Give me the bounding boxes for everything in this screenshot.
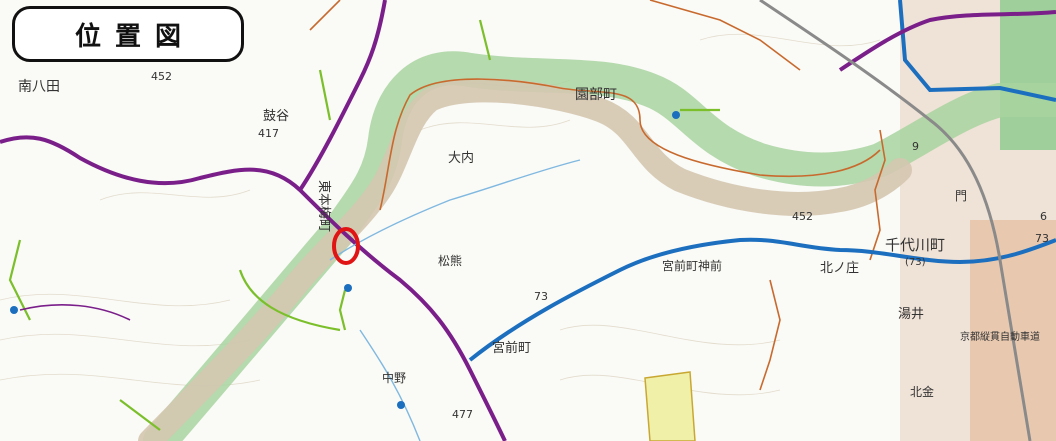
map-title: 位置図 xyxy=(74,21,195,52)
blue-road xyxy=(468,237,1056,362)
point-marker xyxy=(344,284,352,292)
route-417: 417 xyxy=(258,127,279,140)
label-ouchi: 大内 xyxy=(448,150,474,166)
point-marker xyxy=(397,401,405,409)
label-miyamae-kamiume: 宮前町神前 xyxy=(662,258,722,273)
target-location-marker xyxy=(332,227,360,265)
label-kaya: 鼓谷 xyxy=(263,109,289,124)
route-452-a: 452 xyxy=(151,70,172,83)
secondary-road xyxy=(19,304,131,321)
label-chiyokawa: 千代川町 xyxy=(885,236,945,254)
boundary-lines xyxy=(309,0,886,391)
local-roads xyxy=(8,19,720,431)
route-9: 9 xyxy=(912,140,919,153)
route-73-b: 73 xyxy=(1035,232,1049,245)
blue-road-branch xyxy=(898,0,1056,102)
label-minami-hatta: 南八田 xyxy=(18,79,60,95)
label-kyoto-expressway: 京都縦貫自動車道 xyxy=(960,330,1040,343)
route-73: 73 xyxy=(534,290,548,303)
urban-area xyxy=(900,0,1056,441)
label-kitanosho: 北ノ庄 xyxy=(820,260,859,276)
label-sonobe: 園部町 xyxy=(575,87,617,103)
route-477: 477 xyxy=(452,408,473,421)
place-labels: 南八田 鼓谷 園部町 大内 東本梅町 松熊 千代川町 北ノ庄 湯井 宮前町神前 … xyxy=(18,70,1049,421)
label-nakano: 中野 xyxy=(382,370,406,385)
label-miyamae: 宮前町 xyxy=(492,340,531,356)
label-yunoi: 湯井 xyxy=(898,307,924,322)
forest-area xyxy=(644,371,696,441)
map-title-box: 位置図 xyxy=(12,6,244,62)
tan-belt xyxy=(138,78,912,441)
rivers xyxy=(329,159,581,441)
label-kadofuku: 門 xyxy=(955,189,967,203)
purple-road-northeast xyxy=(838,10,1056,72)
route-73-c: (73) xyxy=(905,257,926,268)
railway xyxy=(759,0,1032,441)
purple-road-north xyxy=(298,0,387,192)
point-marker xyxy=(672,111,680,119)
label-kita: 北金 xyxy=(910,384,934,399)
label-higashi-honume: 東本梅町 xyxy=(316,180,332,232)
route-452-b: 452 xyxy=(792,210,813,223)
label-matsu: 松熊 xyxy=(438,253,462,268)
route-6: 6 xyxy=(1040,210,1047,223)
contour-lines xyxy=(0,33,881,396)
point-marker xyxy=(10,306,18,314)
